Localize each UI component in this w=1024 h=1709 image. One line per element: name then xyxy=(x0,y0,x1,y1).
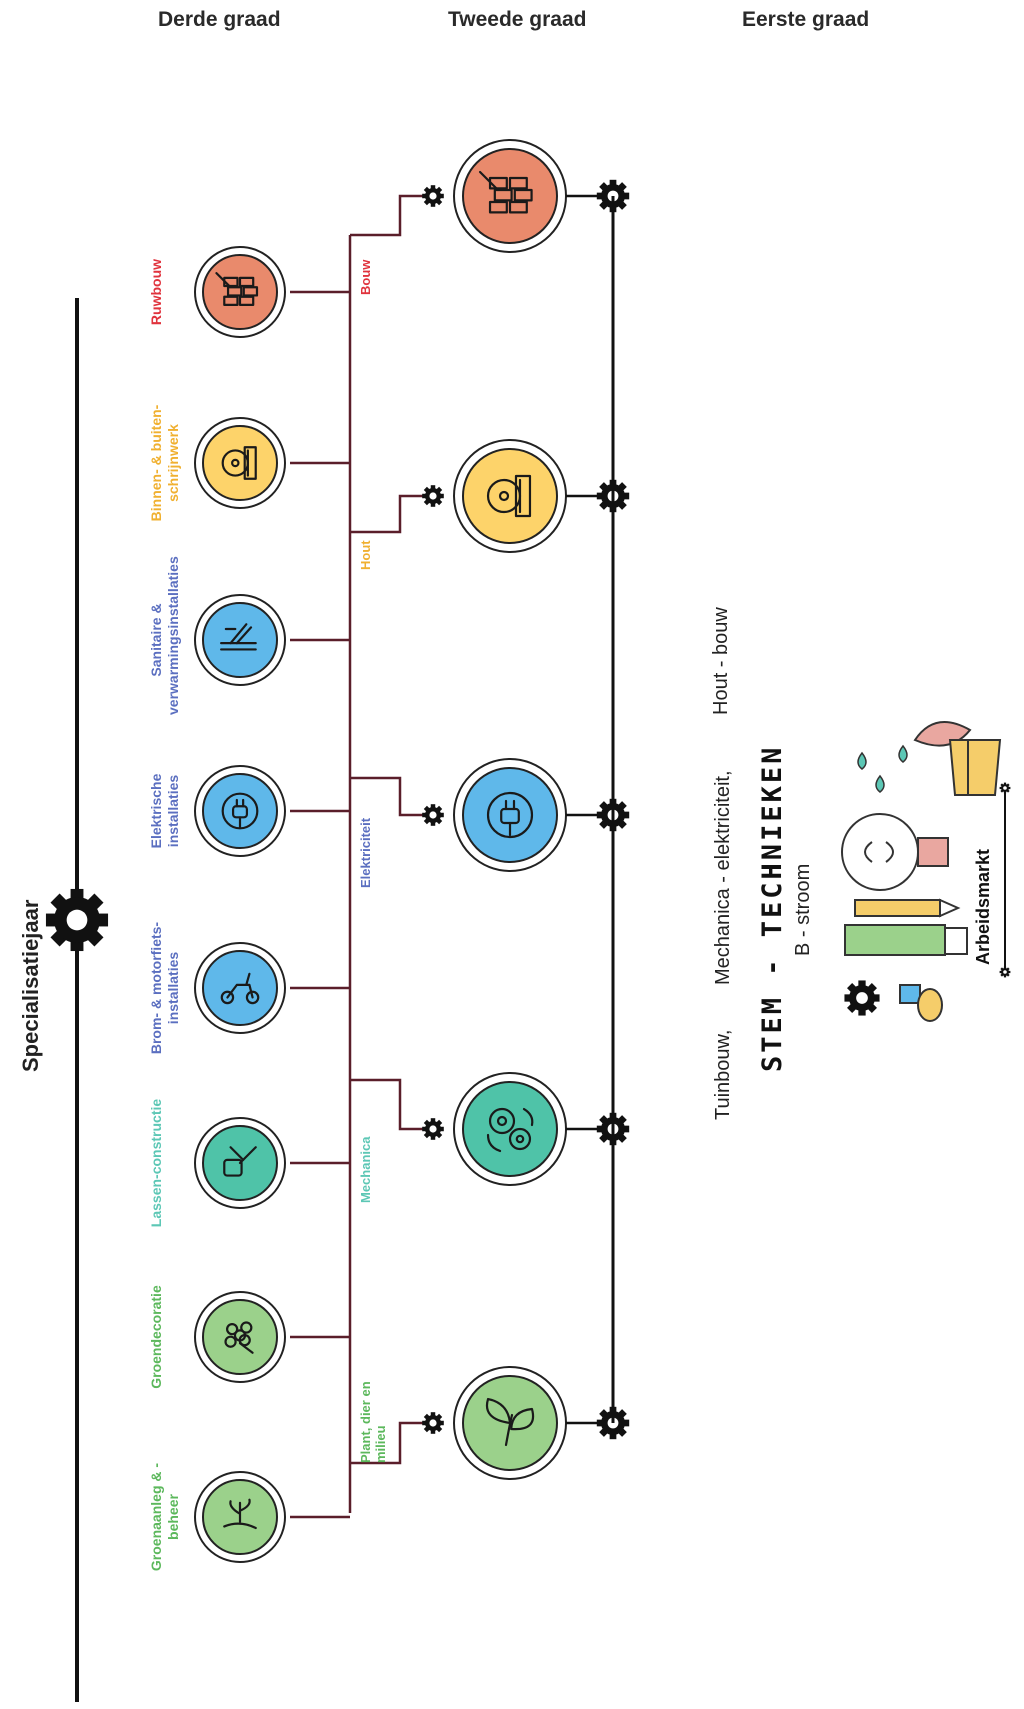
flowers-icon xyxy=(224,1321,254,1354)
tweede-label-4: Bouw xyxy=(358,259,373,295)
derde-label-1: Groendecoratie xyxy=(148,1285,164,1389)
header-eerste-graad: Eerste graad xyxy=(742,8,870,31)
tweede-badge-3 xyxy=(453,439,567,553)
arbeidsmarkt-label: Arbeidsmarkt xyxy=(973,848,993,965)
welding-icon xyxy=(223,1146,257,1177)
tweede-label-3: Hout xyxy=(358,540,373,570)
derde-badge-7 xyxy=(194,246,286,338)
tweede-branch-line xyxy=(350,194,424,237)
derde-badge-4 xyxy=(194,765,286,857)
eerste-line-mechanica: Mechanica - elektriciteit, xyxy=(712,770,734,985)
scooter-icon xyxy=(220,972,260,1005)
specialisatie-gear-icon xyxy=(45,888,109,952)
derde-badge-3 xyxy=(194,942,286,1034)
bricks-icon xyxy=(478,170,533,214)
tweede-label-2: Elektriciteit xyxy=(358,817,373,888)
arbeidsmarkt-gear-top-icon xyxy=(999,782,1011,794)
tweede-branch-line xyxy=(350,1078,424,1131)
plug-icon xyxy=(221,792,259,830)
derde-label-3: Brom- & motorfiets-installaties xyxy=(148,921,181,1055)
plant-hand-icon xyxy=(223,1498,257,1530)
sprout-icon xyxy=(485,1397,535,1447)
derde-label-2: Lassen-constructie xyxy=(148,1098,164,1228)
derde-label-6: Binnen- & buiten-schrijnwerk xyxy=(148,404,181,522)
tweede-label-1: Mechanica xyxy=(358,1136,373,1203)
plug-icon xyxy=(486,791,534,839)
tweede-small-gear-icon xyxy=(422,485,444,507)
derde-badge-6 xyxy=(194,417,286,509)
tweede-branch-line xyxy=(350,494,424,534)
tweede-small-gear-icon xyxy=(422,185,444,207)
eerste-line-tuinbouw: Tuinbouw, xyxy=(712,1029,734,1120)
saw-wood-icon xyxy=(486,474,532,518)
header-tweede-graad: Tweede graad xyxy=(448,8,587,31)
pipes-icon xyxy=(220,623,257,651)
bricks-icon xyxy=(215,272,259,306)
derde-label-0: Groenaanleg & -beheer xyxy=(148,1462,181,1572)
tweede-small-gear-icon xyxy=(422,1412,444,1434)
derde-label-5: Sanitaire & verwarmingsinstallaties xyxy=(148,556,181,715)
derde-label-4: Elektrische installaties xyxy=(148,773,181,849)
derde-label-7: Ruwbouw xyxy=(148,258,164,326)
arbeidsmarkt-cog-icon xyxy=(844,980,880,1016)
arbeidsmarkt-illustration xyxy=(841,721,1006,1022)
tweede-branch-line xyxy=(350,1421,424,1465)
header-derde-graad: Derde graad xyxy=(158,8,281,31)
eerste-line-hout: Hout - bouw xyxy=(710,607,732,715)
tweede-small-gear-icon xyxy=(422,1118,444,1140)
stem-technieken-title: STEM - TECHNIEKEN xyxy=(757,744,788,1072)
tweede-small-gear-icon xyxy=(422,804,444,826)
tweede-badge-2 xyxy=(453,758,567,872)
tweede-label-0: Plant, dier en milieu xyxy=(358,1381,388,1463)
tweede-badge-4 xyxy=(453,139,567,253)
tweede-branch-line xyxy=(350,776,424,817)
arbeidsmarkt-gear-bottom-icon xyxy=(999,966,1011,978)
b-stroom-label: B - stroom xyxy=(792,863,814,956)
saw-wood-icon xyxy=(221,446,257,480)
gears-icon xyxy=(486,1107,534,1153)
